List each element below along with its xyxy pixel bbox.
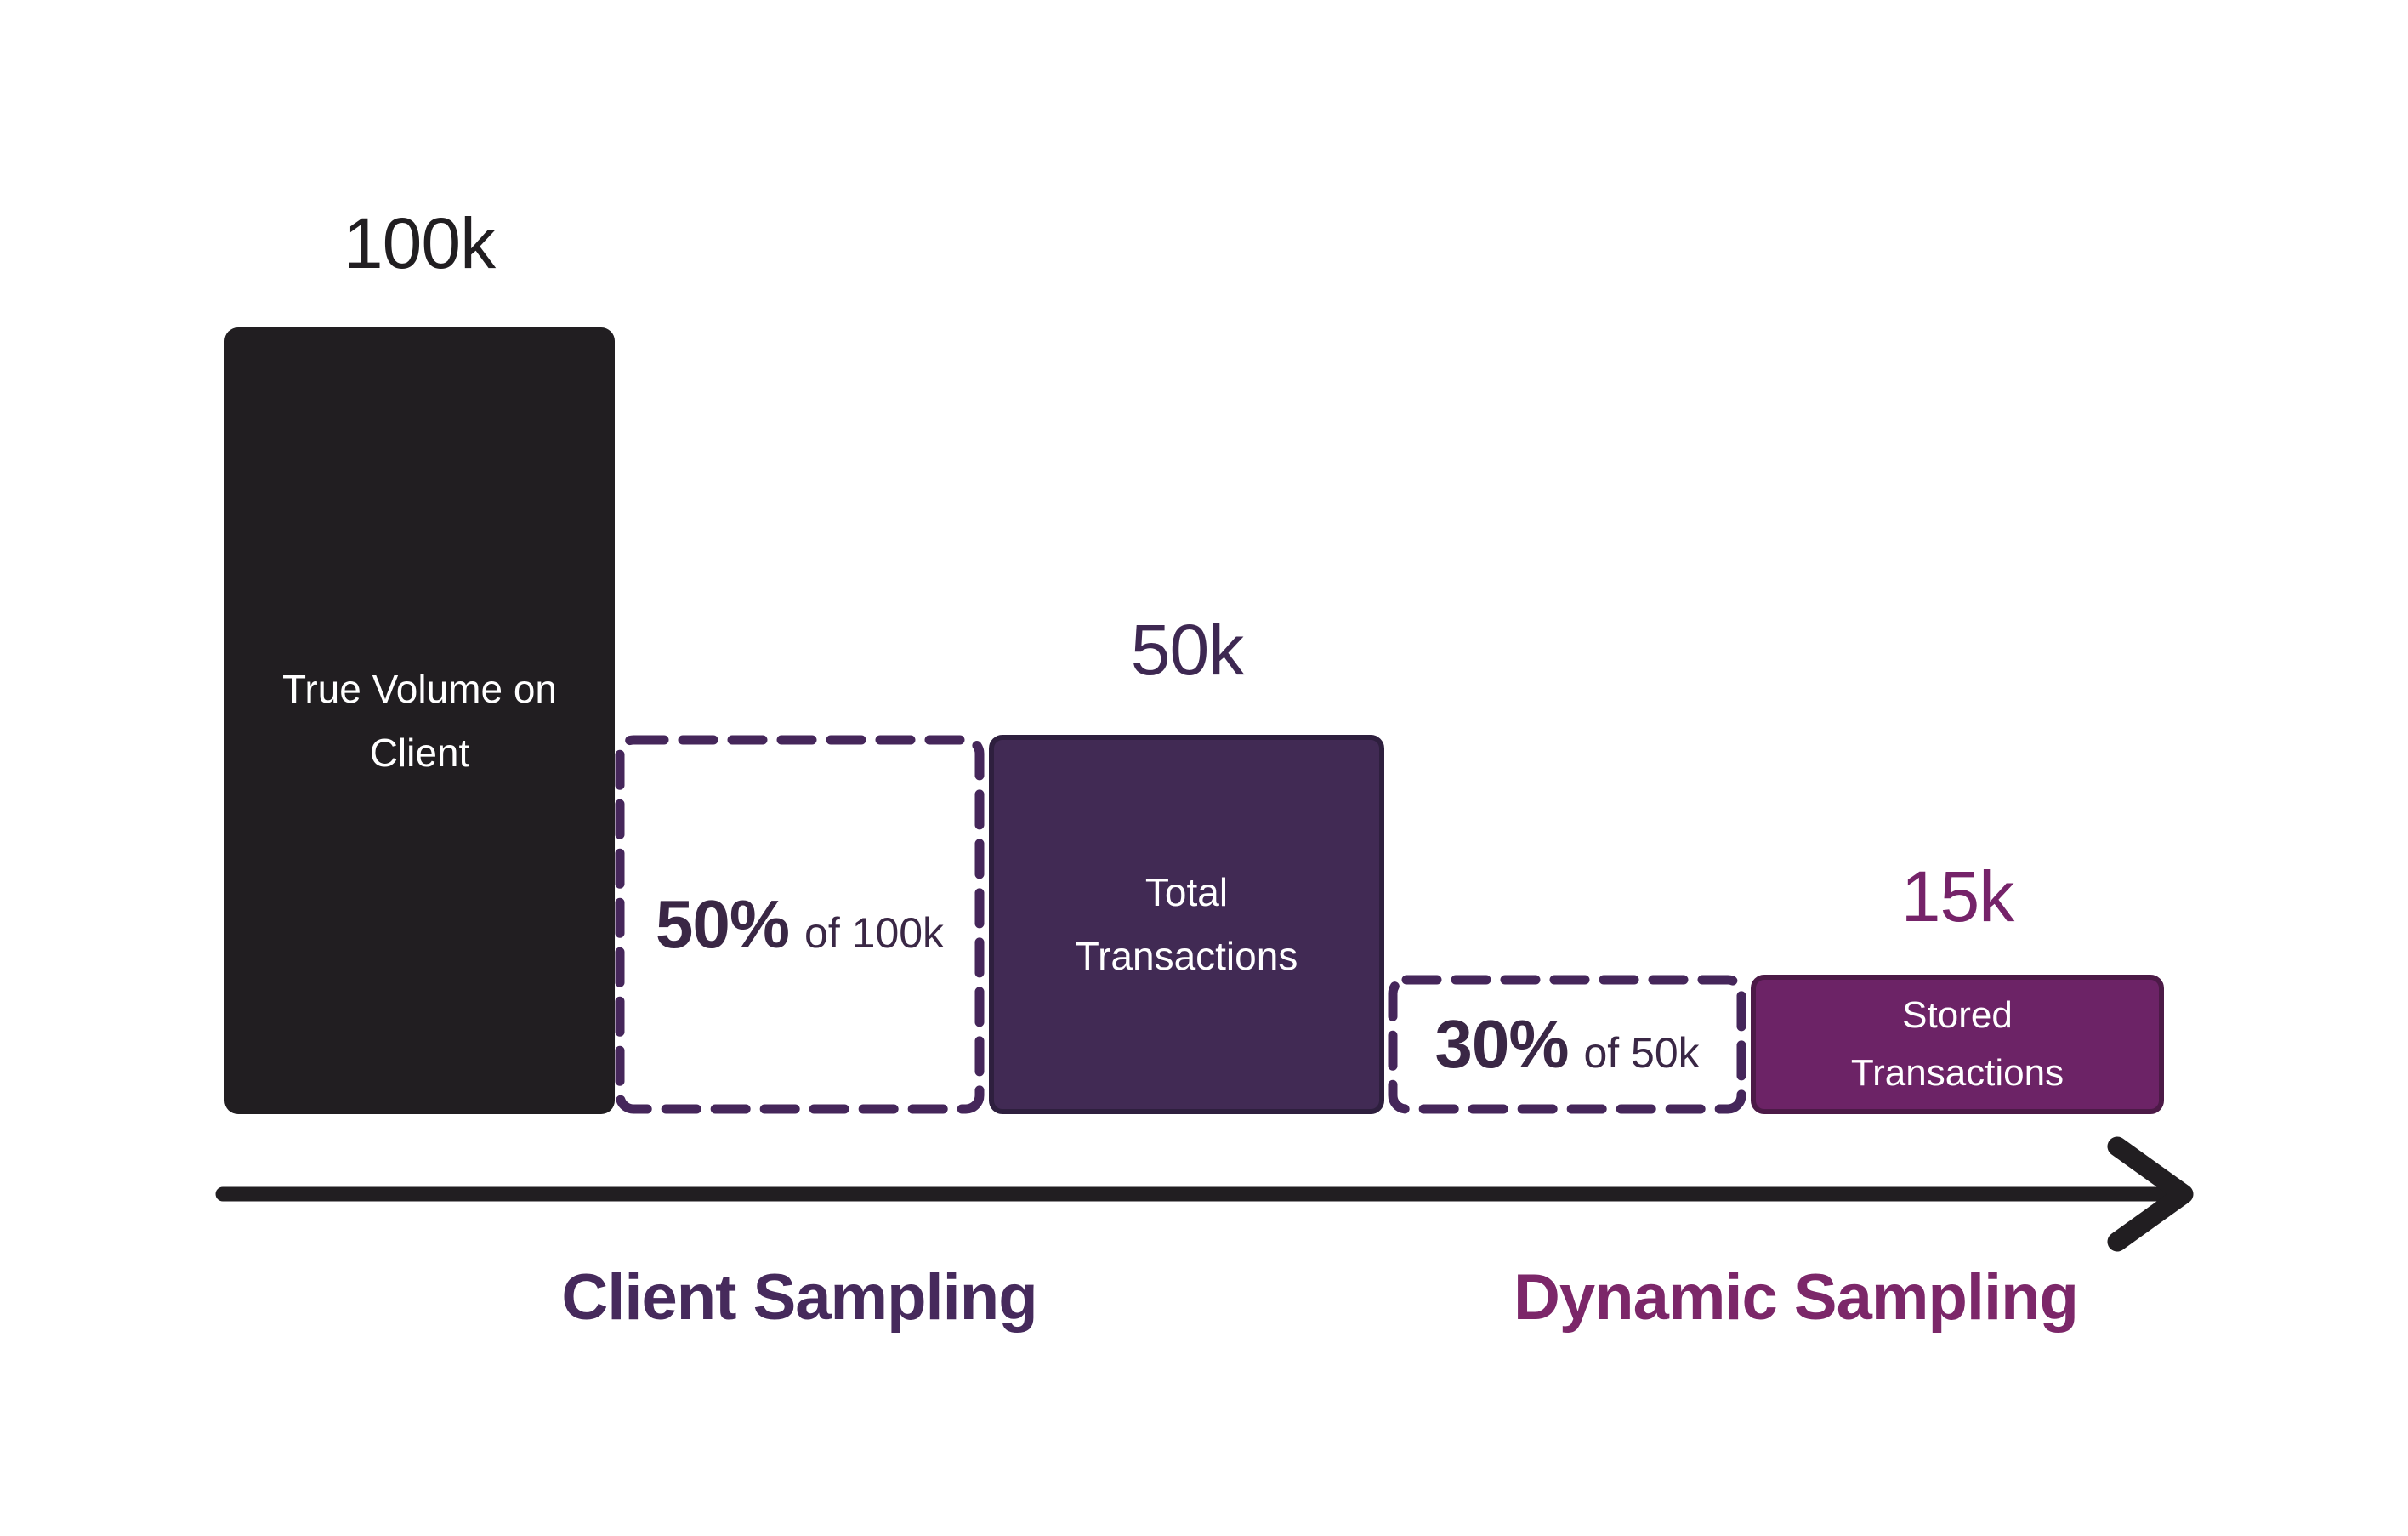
value-label-15k: 15k — [1900, 856, 2014, 936]
client-sampling-basis: of 100k — [804, 909, 945, 957]
flow-arrow-icon — [215, 1136, 2194, 1252]
client-sampling-percentage: 50% — [655, 886, 790, 962]
bar-total-label-line2: Transactions — [1075, 934, 1298, 978]
client-sampling-rate: 50% of 100k — [656, 885, 944, 964]
value-label-50k: 50k — [1130, 610, 1244, 690]
stage-label-client-sampling: Client Sampling — [561, 1261, 1037, 1334]
bar-total-transactions: Total Transactions — [989, 735, 1384, 1114]
bar-true-volume-label-line2: Client — [369, 730, 470, 775]
dashed-border-client — [615, 735, 985, 1114]
dropout-box-client-sampling: 50% of 100k — [615, 735, 985, 1114]
bar-stored-transactions: Stored Transactions — [1751, 975, 2164, 1114]
bar-stored-label-line2: Transactions — [1850, 1052, 2064, 1094]
dynamic-sampling-rate: 30% of 50k — [1434, 1005, 1699, 1084]
dynamic-sampling-basis: of 50k — [1583, 1029, 1700, 1077]
bar-true-volume-on-client: True Volume on Client — [224, 327, 615, 1114]
bar-total-label-line1: Total — [1144, 870, 1229, 915]
stage-label-dynamic-sampling: Dynamic Sampling — [1514, 1261, 2079, 1334]
dynamic-sampling-percentage: 30% — [1434, 1006, 1569, 1082]
dashed-border-dynamic — [1388, 975, 1746, 1114]
dropout-box-dynamic-sampling: 30% of 50k — [1388, 975, 1746, 1114]
bar-stored-label-line1: Stored — [1902, 993, 2013, 1036]
bar-true-volume-label-line1: True Volume on — [281, 666, 558, 711]
value-label-100k: 100k — [343, 203, 496, 283]
